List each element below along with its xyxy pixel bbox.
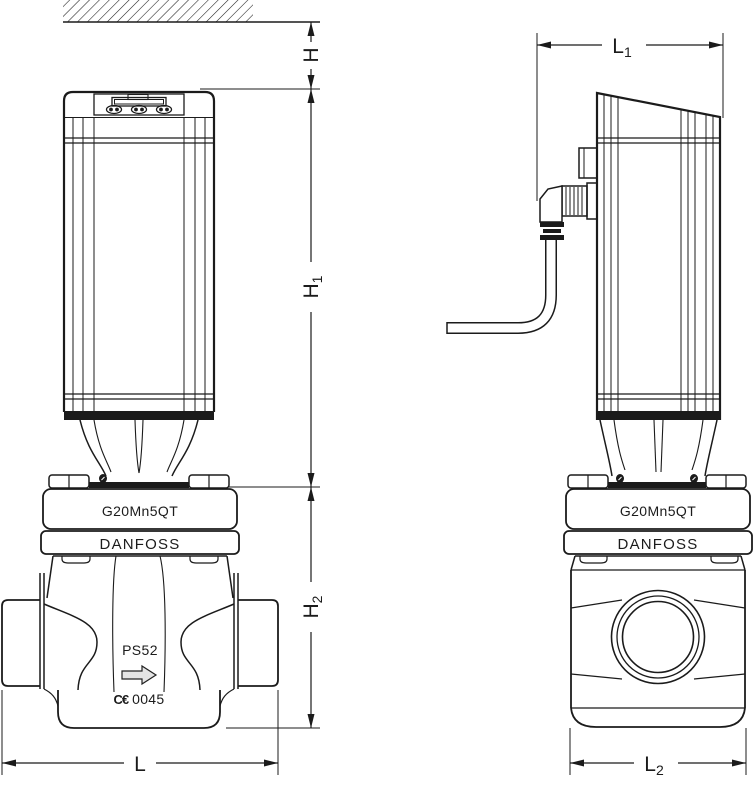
brand-label: DANFOSS — [100, 536, 181, 553]
housing-edge-lines — [603, 94, 714, 411]
valve-bonnet-front: G20Mn5QT DANFOSS — [40, 474, 240, 555]
valve-body-side — [570, 555, 746, 728]
cable-connector — [446, 182, 598, 334]
tab-notch — [61, 556, 91, 564]
arrowhead — [307, 89, 315, 103]
ce-marking-label: C€0045 — [114, 691, 165, 707]
brand-band — [563, 530, 753, 555]
port-circles — [610, 589, 706, 685]
button-row — [105, 104, 173, 115]
valve-body-front: PS52 C€0045 — [1, 555, 279, 729]
arrowhead — [307, 75, 315, 89]
dimension-h2: H2 — [226, 487, 325, 729]
dimension-l1: L1 — [536, 31, 724, 201]
dimension-label-h1: H1 — [300, 275, 325, 298]
strain-relief-rib — [540, 222, 564, 227]
dimension-l: L — [1, 690, 279, 776]
bonnet-band — [565, 488, 751, 530]
pipe-stub-left — [1, 599, 40, 687]
knurl-lines — [565, 187, 583, 215]
display-inner — [114, 99, 164, 105]
flange-plate — [608, 482, 706, 488]
housing-edge-lines — [72, 118, 206, 411]
panel-line — [159, 555, 166, 693]
dimension-label-h: H — [300, 47, 323, 62]
button-icon — [155, 104, 173, 115]
arrowhead — [307, 714, 315, 728]
dimension-label-l2: L2 — [644, 753, 664, 778]
button-icon — [130, 104, 148, 115]
arrowhead — [570, 759, 584, 767]
cable-outer — [447, 240, 557, 334]
actuator-front — [62, 90, 216, 420]
body-contour — [43, 603, 98, 691]
base-band — [64, 411, 214, 420]
dimensions-front: H H1 H2 L — [1, 22, 325, 776]
pipe-stub-right — [238, 599, 279, 687]
arrowhead — [537, 41, 551, 49]
arrowhead — [307, 22, 315, 36]
dimension-label-l: L — [134, 753, 146, 776]
arrowhead — [709, 41, 723, 49]
cast-contour-lines — [570, 599, 746, 680]
side-box — [578, 147, 598, 179]
front-view: G20Mn5QT DANFOSS PS52 — [1, 0, 320, 729]
strain-relief-rib — [543, 229, 561, 233]
brand-band — [40, 530, 240, 555]
flow-arrow-icon — [121, 664, 158, 686]
body-marking-label: PS52 — [122, 642, 158, 658]
bonnet-band — [42, 488, 238, 530]
actuator-side — [578, 91, 722, 420]
brand-label: DANFOSS — [618, 536, 699, 553]
tab-notch — [189, 556, 219, 564]
connector-flange — [586, 182, 598, 220]
actuator-outline — [62, 90, 216, 412]
dimension-h1: H1 — [228, 89, 325, 488]
arrowhead — [732, 759, 746, 767]
arrowhead — [2, 759, 16, 767]
actuator-neck-front — [79, 419, 199, 477]
bonnet-marking-label: G20Mn5QT — [620, 503, 696, 519]
side-view: G20Mn5QT DANFOSS — [446, 91, 753, 728]
dimensions-side: L1 L2 — [536, 31, 747, 778]
base-band — [597, 411, 720, 420]
valve-bonnet-side: G20Mn5QT DANFOSS — [563, 474, 753, 555]
arrowhead — [264, 759, 278, 767]
body-base — [570, 707, 746, 728]
button-icon — [105, 104, 123, 115]
panel-line — [112, 555, 117, 693]
arrowhead — [307, 487, 315, 501]
dimension-l2: L2 — [569, 728, 747, 778]
arrowhead — [307, 473, 315, 487]
strain-relief-rib — [540, 235, 564, 240]
dimension-h: H — [200, 22, 323, 90]
actuator-outline — [595, 91, 722, 420]
tab-notch — [579, 556, 608, 564]
display-window — [111, 96, 167, 107]
body-base — [57, 690, 221, 729]
bonnet-marking-label: G20Mn5QT — [102, 503, 178, 519]
hatch-area — [63, 0, 253, 22]
ceiling-hatch-icon — [63, 0, 320, 23]
connector-elbow — [539, 185, 563, 223]
body-contour — [180, 603, 235, 691]
cable-inner — [447, 240, 556, 333]
flange-plate — [89, 482, 189, 488]
actuator-neck-side — [599, 419, 718, 477]
tab-notch — [710, 556, 739, 564]
dimension-label-l1: L1 — [612, 35, 632, 60]
dimension-label-h2: H2 — [300, 595, 325, 618]
